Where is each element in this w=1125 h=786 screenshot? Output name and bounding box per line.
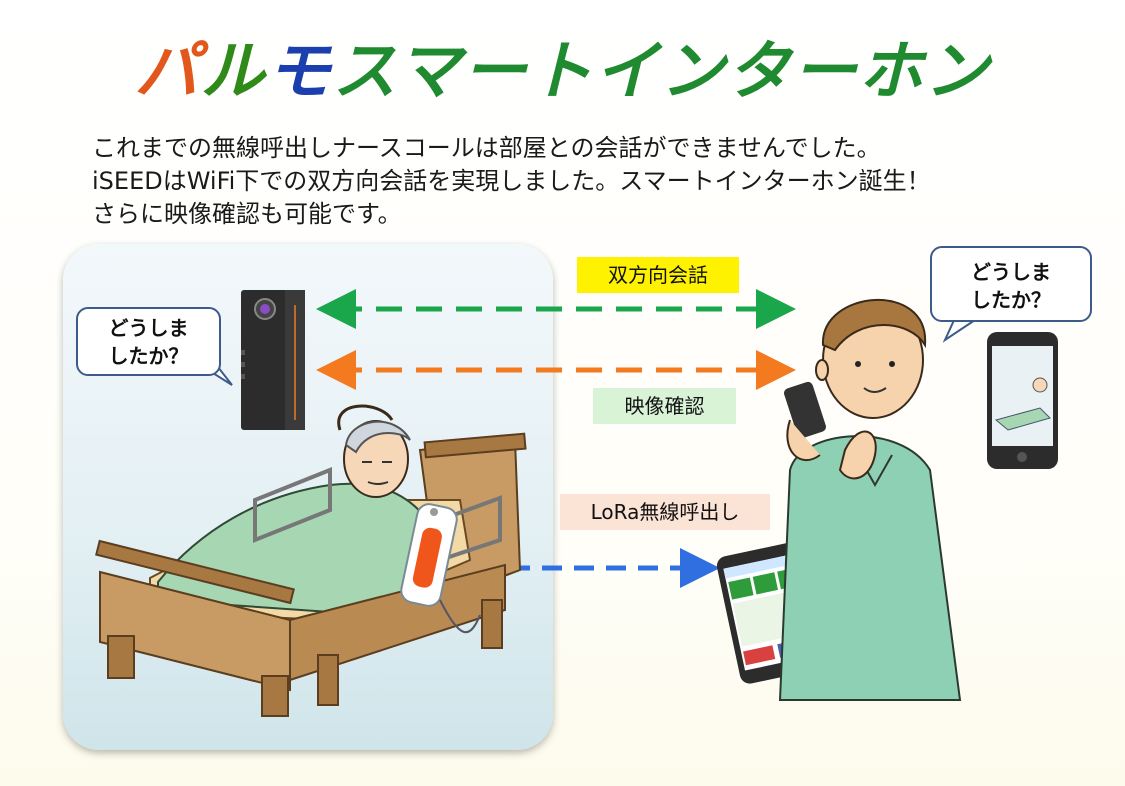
bubble-right-line-1: どうしま	[971, 260, 1051, 284]
hospital-bed	[95, 432, 527, 717]
bubble-right-tail	[942, 317, 976, 343]
bubble-left-line-2: したか？	[108, 344, 189, 368]
call-button-device	[400, 503, 481, 634]
title-part-ru: ル	[200, 35, 267, 109]
intro-text: これまでの無線呼出しナースコールは部屋との会話ができませんでした。 iSEEDは…	[92, 132, 1092, 231]
app-title: パルモスマートインターホン	[0, 32, 1125, 112]
intro-line-1: これまでの無線呼出しナースコールは部屋との会話ができませんでした。	[92, 134, 881, 162]
label-two-way-talk: 双方向会話	[577, 257, 739, 293]
title-part-pa: パ	[134, 35, 201, 109]
speech-bubble-intercom: どうしま したか？	[76, 307, 221, 376]
intro-line-3: さらに映像確認も可能です。	[92, 200, 402, 228]
intercom-device	[241, 290, 305, 430]
nurse-figure	[778, 299, 962, 701]
speech-bubble-phone: どうしま したか？	[930, 246, 1092, 322]
smartphone-video-view	[987, 332, 1058, 469]
bubble-right-line-2: したか？	[971, 288, 1051, 312]
bubble-left-line-1: どうしま	[108, 316, 189, 340]
title-part-rest: スマートインターホン	[332, 35, 991, 109]
title-part-mo: モ	[266, 35, 333, 109]
label-video-check: 映像確認	[593, 388, 736, 424]
label-lora-call: LoRa無線呼出し	[560, 494, 770, 530]
elderly-patient	[337, 404, 411, 498]
intro-line-2: iSEEDはWiFi下での双方向会話を実現しました。スマートインターホン誕生！	[92, 167, 931, 195]
